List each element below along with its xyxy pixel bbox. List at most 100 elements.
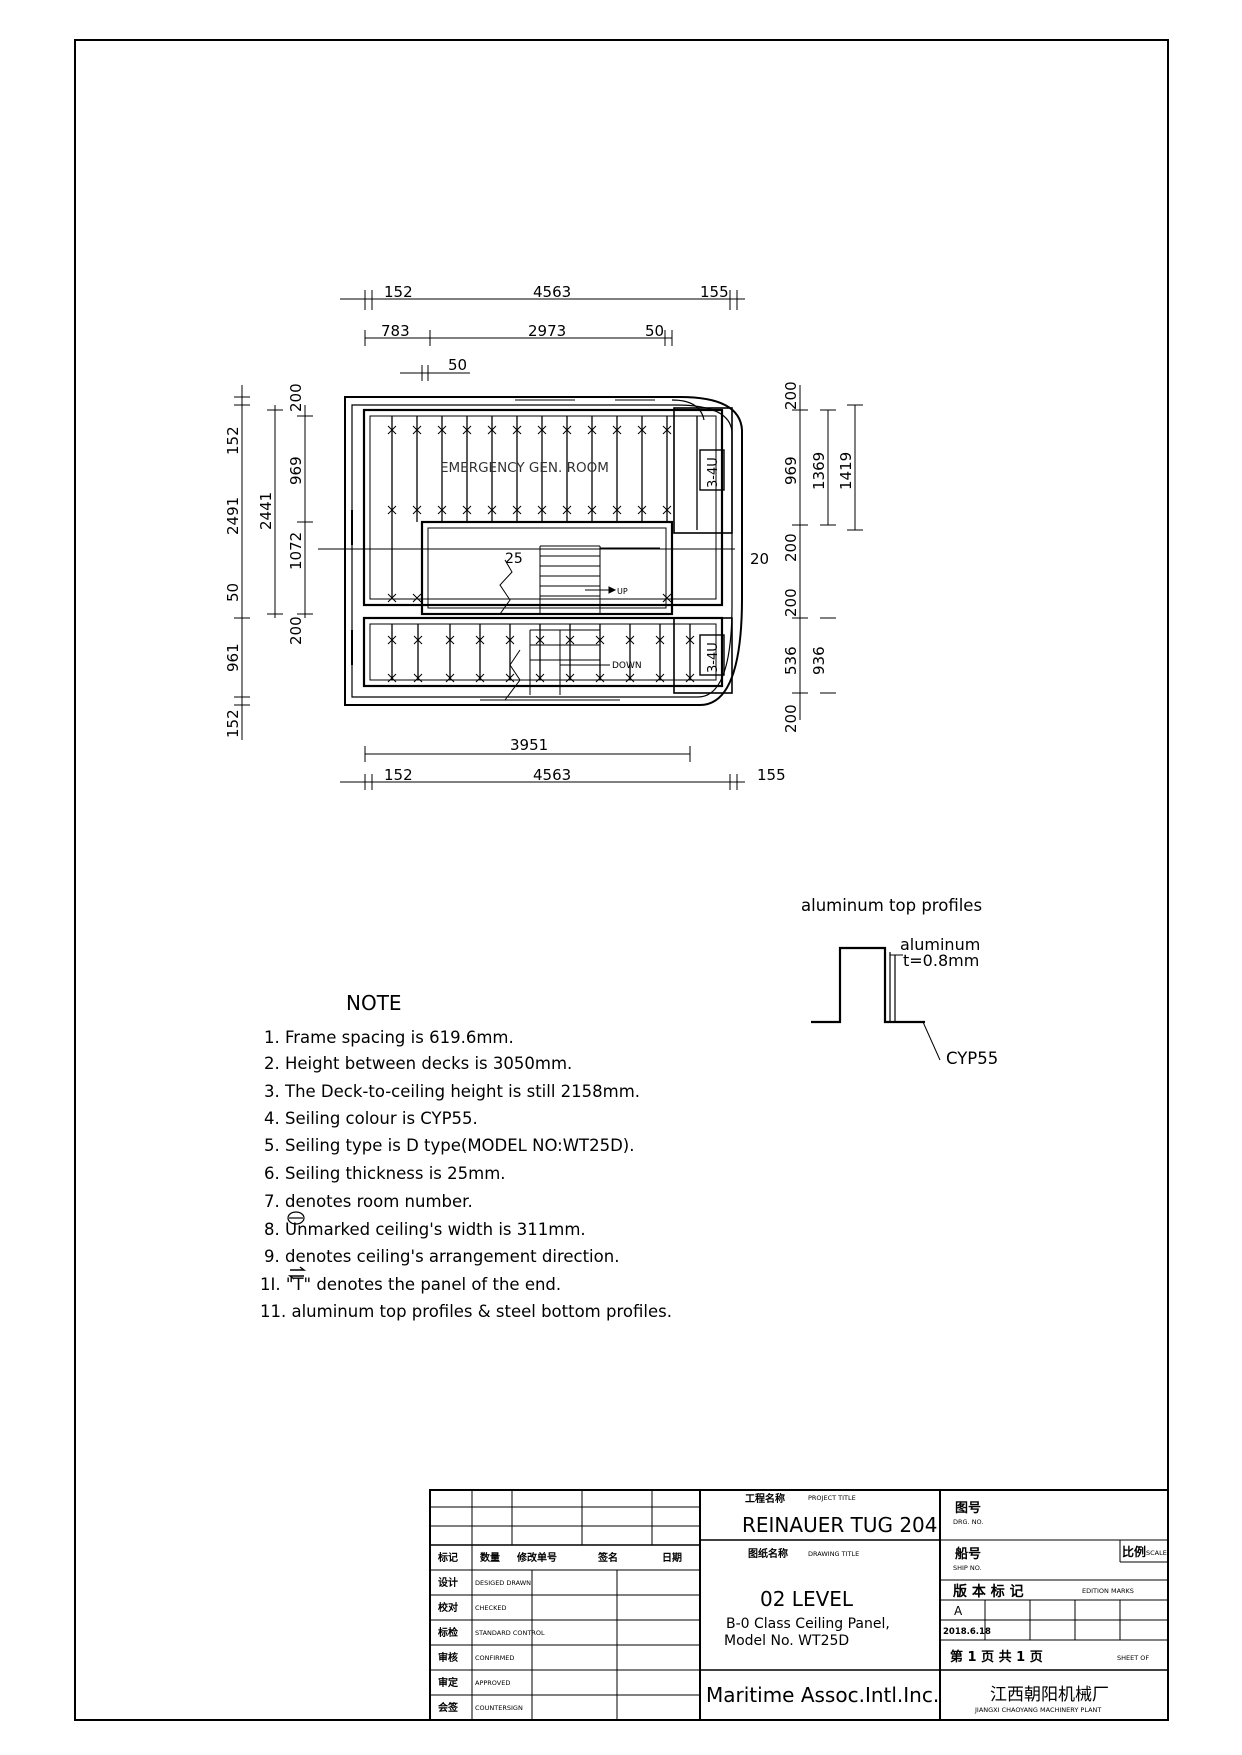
dim-bottom-155: 155 [757, 766, 786, 784]
dim-right-969: 969 [782, 456, 800, 485]
notes-list: 1. Frame spacing is 619.6mm. 2. Height be… [260, 1028, 672, 1321]
client-name: Maritime Assoc.Intl.Inc. [706, 1683, 939, 1707]
panel-x-mark [462, 505, 472, 515]
scale-en: SCALE [1146, 1549, 1167, 1557]
panel-x-mark [625, 635, 635, 645]
dim-left-152b: 152 [224, 709, 242, 738]
dim-left-152a: 152 [224, 426, 242, 455]
dim-bottom-4563: 4563 [533, 766, 571, 784]
dim-right-1369: 1369 [810, 452, 828, 490]
role-label-en: DESIGED DRAWN [475, 1579, 531, 1587]
panel-x-mark [387, 673, 397, 683]
dim-top-783: 783 [381, 322, 410, 340]
note-item: 4. Seiling colour is CYP55. [264, 1109, 478, 1128]
panel-x-mark [475, 635, 485, 645]
note-item: 2. Height between decks is 3050mm. [264, 1054, 572, 1073]
scale-cn: 比例 [1122, 1544, 1146, 1559]
edition-cn: 版 本 标 记 [953, 1583, 1024, 1600]
panel-x-mark [475, 673, 485, 683]
project-title-cn: 工程名称 [745, 1492, 785, 1505]
label-25: 25 [505, 551, 523, 567]
title-block-roles: 设计 DESIGED DRAWN 校对 CHECKED 标检 STANDARD CONTR… [437, 1576, 545, 1714]
panel-x-mark [412, 593, 422, 603]
drawing-title: 02 LEVEL [760, 1587, 854, 1611]
drawing-sub2: Model No. WT25D [724, 1633, 849, 1649]
panel-x-mark [413, 673, 423, 683]
panel-x-mark [562, 505, 572, 515]
ship-no-en: SHIP NO. [953, 1564, 982, 1572]
dim-left-200a: 200 [287, 383, 305, 412]
panel-x-mark [595, 635, 605, 645]
sheet-count: 第 1 页 共 1 页 [950, 1649, 1043, 1665]
role-label-cn: 校对 [438, 1601, 458, 1614]
panel-x-mark [535, 673, 545, 683]
rev-qty-header: 数量 [480, 1551, 500, 1564]
dim-left-200b: 200 [287, 616, 305, 645]
panel-x-mark [565, 673, 575, 683]
drawing-sub1: B-0 Class Ceiling Panel, [726, 1616, 890, 1632]
panel-x-mark [387, 425, 397, 435]
note-item: 1. Frame spacing is 619.6mm. [264, 1028, 514, 1047]
panel-x-mark [537, 505, 547, 515]
panel-x-mark [655, 635, 665, 645]
floor-plan [318, 396, 743, 706]
dim-bottom-3951: 3951 [510, 736, 548, 754]
panel-x-mark [512, 505, 522, 515]
notes-heading: NOTE [346, 991, 402, 1015]
panel-x-mark [637, 505, 647, 515]
role-label-en: APPROVED [475, 1679, 510, 1687]
panel-x-mark [612, 505, 622, 515]
panel-x-mark [685, 673, 695, 683]
role-label-en: CHECKED [475, 1604, 506, 1612]
panel-x-mark [445, 673, 455, 683]
role-label-cn: 审核 [438, 1651, 458, 1664]
room-tag-top: 3-4U [706, 457, 721, 488]
role-label-en: COUNTERSIGN [475, 1704, 523, 1712]
room-number-icon [287, 1211, 305, 1225]
dim-right-200d: 200 [782, 704, 800, 733]
note-item: 9. denotes ceiling's arrangement directi… [264, 1247, 619, 1266]
panel-x-mark [387, 635, 397, 645]
role-label-cn: 审定 [438, 1676, 458, 1689]
edition-en: EDITION MARKS [1082, 1587, 1134, 1595]
panel-x-mark [612, 425, 622, 435]
panel-x-mark [413, 635, 423, 645]
edition-date: 2018.6.18 [943, 1627, 991, 1637]
dim-left-2491: 2491 [224, 497, 242, 535]
role-label-cn: 标检 [437, 1626, 458, 1639]
sheet-en: SHEET OF [1117, 1654, 1149, 1662]
panel-x-mark [387, 505, 397, 515]
dim-right-200a: 200 [782, 381, 800, 410]
panel-x-mark [512, 425, 522, 435]
panel-x-mark [437, 505, 447, 515]
panel-x-mark [487, 425, 497, 435]
panel-x-mark [662, 593, 672, 603]
dim-bottom-152: 152 [384, 766, 413, 784]
dim-right-936: 936 [810, 646, 828, 675]
panel-x-mark [587, 425, 597, 435]
dim-left-1072: 1072 [287, 532, 305, 570]
panel-x-mark [662, 505, 672, 515]
role-label-cn: 设计 [438, 1576, 458, 1589]
role-label-cn: 会签 [438, 1701, 459, 1714]
rev-sign-header: 签名 [597, 1551, 618, 1564]
note-item: 8. Unmarked ceiling's width is 311mm. [264, 1220, 586, 1239]
drawing-title-en: DRAWING TITLE [808, 1550, 859, 1558]
dim-right-200c: 200 [782, 588, 800, 617]
profile-colour: CYP55 [946, 1049, 998, 1068]
profile-shape [811, 946, 941, 1061]
title-block [429, 1489, 1169, 1721]
panel-x-mark [387, 593, 397, 603]
panel-x-mark [587, 505, 597, 515]
panel-x-mark [535, 635, 545, 645]
dim-left-969: 969 [287, 456, 305, 485]
note-item: 1I. "T" denotes the panel of the end. [260, 1275, 561, 1294]
note-item: 7. denotes room number. [264, 1192, 473, 1211]
dim-left-2441: 2441 [257, 492, 275, 530]
role-label-en: STANDARD CONTROL [475, 1629, 545, 1637]
panel-x-mark [655, 673, 665, 683]
note-item: 5. Seiling type is D type(MODEL NO:WT25D… [264, 1136, 635, 1155]
dim-top-50b: 50 [448, 356, 467, 374]
rev-doc-header: 修改单号 [516, 1551, 557, 1564]
panel-x-mark [537, 425, 547, 435]
